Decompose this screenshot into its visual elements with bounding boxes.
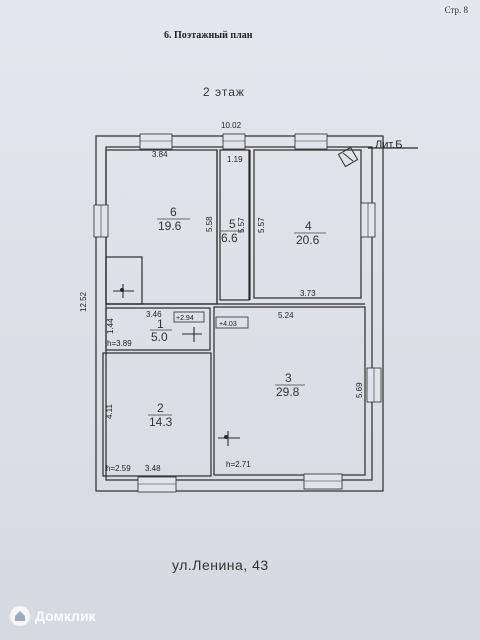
level-box-room-3	[215, 316, 249, 329]
watermark: Домклик	[10, 606, 96, 626]
room-6-dim-height: 5.58	[205, 216, 214, 232]
room-3-dim-width: 5.24	[278, 311, 294, 320]
watermark-text: Домклик	[35, 608, 96, 624]
room-2-dim-height: 4.11	[105, 403, 114, 419]
room-6-area: 19.6	[158, 219, 182, 233]
overall-width: 10.02	[221, 121, 242, 130]
room-1-dim-height: 1.44	[106, 318, 115, 334]
floor-label: 2 этаж	[203, 85, 245, 99]
room-3-area: 29.8	[276, 385, 300, 399]
room-5-dim-width: 1.19	[227, 155, 243, 164]
room-3-number: 3	[285, 371, 292, 385]
window-icon	[303, 473, 343, 490]
house-logo-icon	[10, 606, 30, 626]
room-2-dim-width: 3.48	[145, 464, 161, 473]
room-4-area: 20.6	[296, 233, 320, 247]
room-2-number: 2	[157, 401, 164, 415]
room-2-area: 14.3	[149, 415, 173, 429]
window-icon	[139, 133, 173, 150]
room-5-outline	[219, 149, 250, 301]
room-5-area: 6.6	[221, 231, 238, 245]
room-3-level: +4.03	[219, 321, 237, 328]
room-1-number: 1	[157, 317, 164, 331]
window-icon	[294, 133, 328, 150]
stove-icon	[337, 146, 359, 168]
room-1-area: 5.0	[151, 330, 168, 344]
room-4-dim-width: 3.73	[300, 289, 316, 298]
room-1-level: +2.94	[176, 315, 194, 322]
address-label: ул.Ленина, 43	[172, 557, 269, 573]
room-3-height: h=2.71	[226, 460, 251, 469]
room-5-number: 5	[229, 217, 236, 231]
room-3-outline	[213, 306, 366, 476]
room-1-outline	[105, 307, 211, 351]
level-box-room-1	[173, 311, 205, 323]
window-icon	[137, 476, 177, 493]
room-1-height: h=3.89	[107, 339, 132, 348]
room-6-dim-width: 3.84	[152, 150, 168, 159]
window-icon	[222, 133, 246, 150]
room-2-outline	[102, 352, 212, 477]
section-title: 6. Поэтажный план	[164, 30, 253, 41]
room-6-number: 6	[170, 205, 177, 219]
page-number: Стр. 8	[444, 5, 468, 15]
room-3-dim-height: 5.69	[355, 382, 364, 398]
stair-box	[105, 256, 143, 305]
room-1-dim-width: 3.46	[146, 310, 162, 319]
room-4-dim-height: 5.57	[257, 217, 266, 233]
room-5-dim-height: 5.57	[237, 217, 246, 233]
windows	[93, 133, 382, 493]
room-4-number: 4	[305, 219, 312, 233]
overall-height: 12.52	[79, 291, 88, 312]
room-2-height: h=2.59	[106, 464, 131, 473]
